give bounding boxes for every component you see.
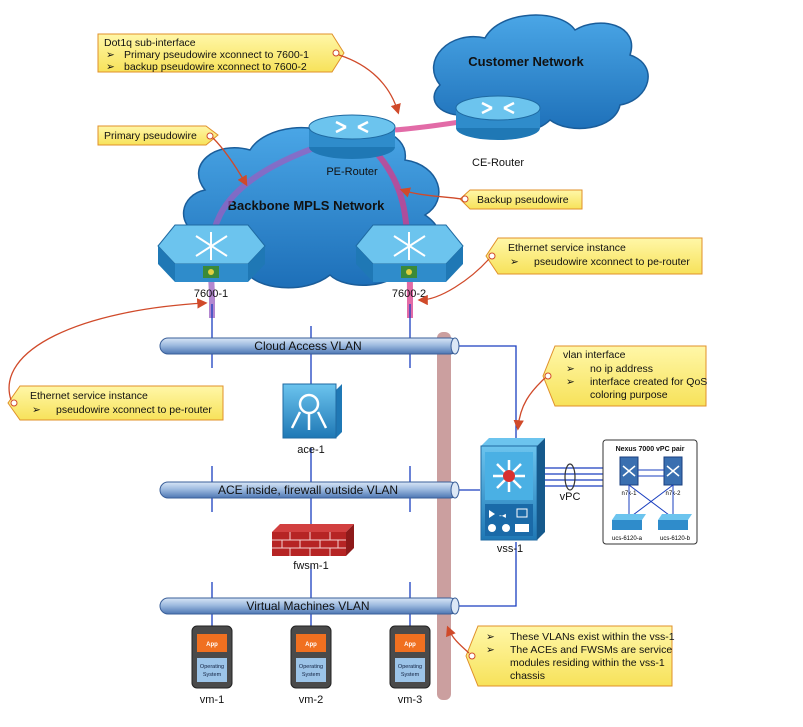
fwsm-label: fwsm-1 (293, 560, 328, 572)
callout-esi-left: Ethernet service instance ➢ pseudowire x… (7, 298, 224, 421)
vss-switch[interactable]: -◂ vss-1 (480, 438, 545, 555)
fwsm-module[interactable]: fwsm-1 (272, 524, 354, 572)
esi-right-title: Ethernet service instance (508, 242, 626, 254)
vlan-ace-inside[interactable]: ACE inside, firewall outside VLAN (159, 481, 460, 499)
ace-label: ace-1 (297, 444, 325, 456)
pe-router-label: PE-Router (326, 166, 378, 178)
dot1q-bullet-1: Primary pseudowire xconnect to 7600-1 (124, 49, 309, 61)
vm-os-label-line1: Operating (398, 664, 422, 670)
router-7600-1-label: 7600-1 (194, 288, 228, 300)
backbone-mpls-label: Backbone MPLS Network (228, 198, 386, 213)
esi-left-bullet-1: pseudowire xconnect to pe-router (56, 404, 212, 416)
ucs-a-label: ucs-6120-a (612, 536, 643, 542)
vm-os-label-line1: Operating (200, 664, 224, 670)
vss-label: vss-1 (497, 543, 523, 555)
vlan-cloud-access-label: Cloud Access VLAN (254, 339, 361, 353)
ce-router-label: CE-Router (472, 157, 524, 169)
vlan-virtual-machines[interactable]: Virtual Machines VLAN (159, 597, 460, 615)
router-7600-2[interactable]: 7600-2 (355, 224, 464, 300)
vm-os-label-line1: Operating (299, 664, 323, 670)
ucs-b-label: ucs-6120-b (660, 536, 691, 542)
primary-pseudowire-label: Primary pseudowire (104, 130, 197, 142)
ce-router[interactable]: CE-Router (455, 95, 541, 169)
esi-left-title: Ethernet service instance (30, 390, 148, 402)
vm-os-label-line2: System (302, 672, 321, 678)
vlan-virtual-machines-label: Virtual Machines VLAN (246, 599, 369, 613)
vss-note-bullet-2: The ACEs and FWSMs are service (510, 644, 672, 656)
vlan-cloud-access[interactable]: Cloud Access VLAN (159, 337, 460, 355)
callout-primary-pseudowire: Primary pseudowire (97, 125, 248, 187)
vm-app-label: App (206, 642, 218, 648)
vm-name-label: vm-2 (299, 694, 323, 706)
dot1q-title: Dot1q sub-interface (104, 37, 196, 49)
vlan-ace-inside-label: ACE inside, firewall outside VLAN (218, 483, 398, 497)
vlan-if-title: vlan interface (563, 349, 626, 361)
nexus-vpc-pair[interactable]: Nexus 7000 vPC pair n7k-1 n7k-2 ucs-6120… (602, 439, 698, 545)
vm-name-label: vm-3 (398, 694, 422, 706)
esi-right-bullet-1: pseudowire xconnect to pe-router (534, 256, 690, 268)
vm-os-label-line2: System (203, 672, 222, 678)
vpc-label: vPC (560, 491, 581, 503)
nexus-title: Nexus 7000 vPC pair (616, 446, 685, 453)
vlan-if-bullet-3: coloring purpose (590, 389, 668, 401)
dot1q-bullet-2: backup pseudowire xconnect to 7600-2 (124, 61, 307, 73)
svg-text:➢: ➢ (510, 256, 519, 268)
svg-text:-◂: -◂ (499, 511, 506, 520)
vss-internal-bar (437, 332, 451, 700)
vm-app-label: App (305, 642, 317, 648)
virtual-machines: AppOperatingSystemvm-1AppOperatingSystem… (191, 625, 431, 706)
pe-router[interactable]: PE-Router (308, 114, 396, 178)
svg-text:➢: ➢ (106, 61, 115, 73)
vlan-if-bullet-2: interface created for QoS (590, 376, 707, 388)
svg-text:➢: ➢ (566, 363, 575, 375)
svg-text:➢: ➢ (486, 631, 495, 643)
ace-module[interactable]: ace-1 (282, 383, 342, 456)
callout-dot1q: Dot1q sub-interface ➢ Primary pseudowire… (97, 33, 401, 115)
customer-network-label: Customer Network (468, 54, 584, 69)
callout-vss-note: ➢ These VLANs exist within the vss-1 ➢ T… (446, 625, 675, 687)
router-7600-1[interactable]: 7600-1 (157, 224, 266, 300)
vss-note-bullet-3: modules residing within the vss-1 (510, 657, 665, 669)
vss-note-bullet-1: These VLANs exist within the vss-1 (510, 631, 675, 643)
svg-text:➢: ➢ (486, 644, 495, 656)
callout-esi-right: Ethernet service instance ➢ pseudowire x… (417, 237, 703, 306)
callout-vlan-interface: vlan interface ➢ no ip address ➢ interfa… (513, 345, 707, 431)
vm-app-label: App (404, 642, 416, 648)
vm-os-label-line2: System (401, 672, 420, 678)
svg-text:➢: ➢ (32, 404, 41, 416)
router-7600-2-label: 7600-2 (392, 288, 426, 300)
callout-backup-pseudowire: Backup pseudowire (399, 187, 583, 210)
svg-text:➢: ➢ (106, 49, 115, 61)
vlan-if-bullet-1: no ip address (590, 363, 653, 375)
vlan-drop-lines (211, 304, 517, 626)
vm-name-label: vm-1 (200, 694, 224, 706)
pe-ce-link (394, 119, 461, 133)
svg-text:➢: ➢ (566, 376, 575, 388)
backup-pseudowire-label: Backup pseudowire (477, 194, 569, 206)
vss-note-bullet-4: chassis (510, 670, 545, 682)
